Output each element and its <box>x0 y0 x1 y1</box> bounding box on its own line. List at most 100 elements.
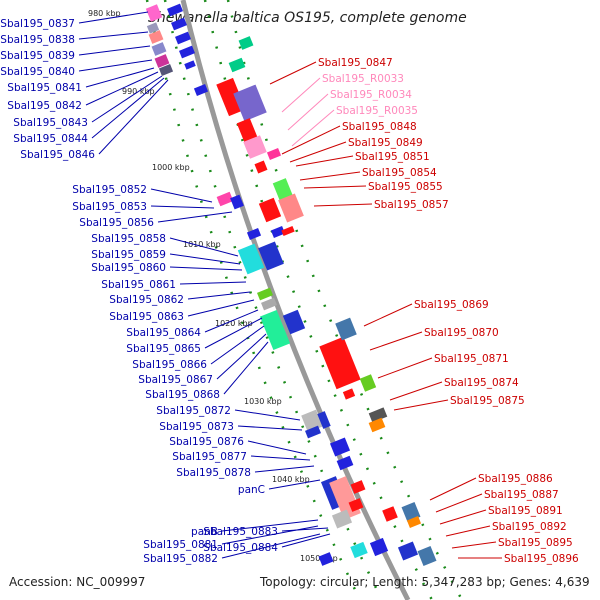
right-gene-label: Sbal195_0874 <box>444 377 519 389</box>
right-gene-label: Sbal195_0869 <box>414 299 489 311</box>
left-gene-label: Sbal195_0868 <box>145 389 220 401</box>
gene-feature <box>154 54 170 68</box>
gene-feature <box>282 309 306 335</box>
gene-feature <box>368 407 388 423</box>
gene-feature <box>146 22 160 34</box>
gene-feature <box>258 241 284 271</box>
gene-feature <box>317 411 331 429</box>
gene-feature <box>331 509 353 529</box>
gene-feature <box>257 287 273 301</box>
gene-feature <box>230 194 244 210</box>
left-leader-line <box>221 533 321 559</box>
right-gene-label: Sbal195_0887 <box>484 489 559 501</box>
left-gene-label: Sbal195_0861 <box>101 279 176 291</box>
right-gene-label: Sbal195_0896 <box>504 553 579 565</box>
right-gene-label: Sbal195_0875 <box>450 395 525 407</box>
right-leader-line <box>313 203 373 207</box>
left-leader-line <box>281 527 329 532</box>
gene-feature <box>175 31 191 45</box>
tick-label: 1040 kbp <box>272 475 310 484</box>
left-gene-label: Sbal195_0844 <box>13 133 88 145</box>
left-leader-line <box>179 281 247 285</box>
right-leader-line <box>303 185 367 189</box>
left-leader-line <box>237 425 303 431</box>
gene-feature <box>342 388 356 400</box>
gene-feature <box>368 417 386 433</box>
gene-feature <box>261 297 277 311</box>
left-leader-line <box>78 31 149 40</box>
gene-feature <box>318 552 334 566</box>
right-leader-line <box>439 509 487 525</box>
left-leader-line <box>169 266 243 271</box>
left-gene-label: Sbal195_0866 <box>132 359 207 371</box>
left-leader-line <box>223 341 269 395</box>
left-leader-line <box>216 333 267 380</box>
gene-feature <box>335 317 357 341</box>
left-leader-line <box>281 533 331 548</box>
gene-feature <box>417 545 437 567</box>
gene-feature <box>228 57 246 73</box>
left-leader-line <box>98 79 169 155</box>
right-leader-line <box>435 493 483 513</box>
gene-feature <box>171 17 187 31</box>
left-leader-line <box>150 205 215 209</box>
gene-feature <box>350 480 366 494</box>
right-leader-line <box>269 61 317 85</box>
left-gene-label: Sbal195_0877 <box>172 451 247 463</box>
gene-feature <box>406 516 422 528</box>
right-leader-line <box>377 357 433 379</box>
right-leader-line <box>393 399 449 411</box>
left-gene-label: Sbal195_0837 <box>0 18 75 30</box>
right-gene-label: Sbal195_0857 <box>374 199 449 211</box>
tick-label: 1000 kbp <box>152 163 190 172</box>
left-gene-label: Sbal195_0840 <box>0 66 75 78</box>
gene-feature <box>319 336 361 390</box>
gene-feature <box>151 42 167 56</box>
left-gene-label: Sbal195_0864 <box>126 327 201 339</box>
left-gene-label: Sbal195_0839 <box>0 50 75 62</box>
left-leader-line <box>221 519 319 532</box>
right-leader-line <box>429 477 477 501</box>
right-gene-label: Sbal195_R0035 <box>336 105 418 117</box>
right-gene-label: Sbal195_0854 <box>362 167 437 179</box>
left-gene-label: Sbal195_0882 <box>143 553 218 565</box>
tick-label: 1020 kbp <box>215 319 253 328</box>
map-title: Shewanella baltica OS195, complete genom… <box>148 10 467 26</box>
left-leader-line <box>78 59 153 72</box>
gene-feature <box>148 30 164 44</box>
gene-feature <box>158 64 174 76</box>
left-gene-label: Sbal195_0862 <box>109 294 184 306</box>
gene-feature <box>216 77 246 117</box>
right-leader-line <box>445 525 491 537</box>
gene-feature <box>350 541 368 559</box>
left-gene-label: Sbal195_0881 <box>143 539 218 551</box>
right-leader-line <box>295 155 354 167</box>
right-gene-label: Sbal195_0849 <box>348 137 423 149</box>
gene-feature <box>216 191 234 207</box>
left-leader-line <box>234 409 301 421</box>
left-leader-line <box>247 440 307 455</box>
left-gene-label: Sbal195_0873 <box>159 421 234 433</box>
right-gene-label: Sbal195_0855 <box>368 181 443 193</box>
gene-feature <box>236 118 258 142</box>
gene-feature <box>329 437 351 457</box>
left-leader-line <box>91 77 165 139</box>
left-gene-label: Sbal195_0859 <box>91 249 166 261</box>
right-gene-label: Sbal195_0895 <box>498 537 573 549</box>
gene-feature <box>266 148 282 160</box>
right-leader-line <box>299 171 361 181</box>
left-gene-label: Sbal195_0865 <box>126 343 201 355</box>
right-leader-line <box>291 109 335 147</box>
right-gene-label: Sbal195_0847 <box>318 57 393 69</box>
left-leader-line <box>210 325 265 365</box>
gene-feature <box>272 178 294 202</box>
left-gene-label: Sbal195_0876 <box>169 436 244 448</box>
left-leader-line <box>91 75 163 123</box>
right-leader-line <box>389 381 443 401</box>
guide-arc-1 <box>145 0 362 600</box>
gene-feature <box>270 226 286 238</box>
left-gene-label: Sbal195_0883 <box>203 526 278 538</box>
right-gene-label: Sbal195_0892 <box>492 521 567 533</box>
right-gene-label: Sbal195_0870 <box>424 327 499 339</box>
gene-feature <box>382 506 398 522</box>
